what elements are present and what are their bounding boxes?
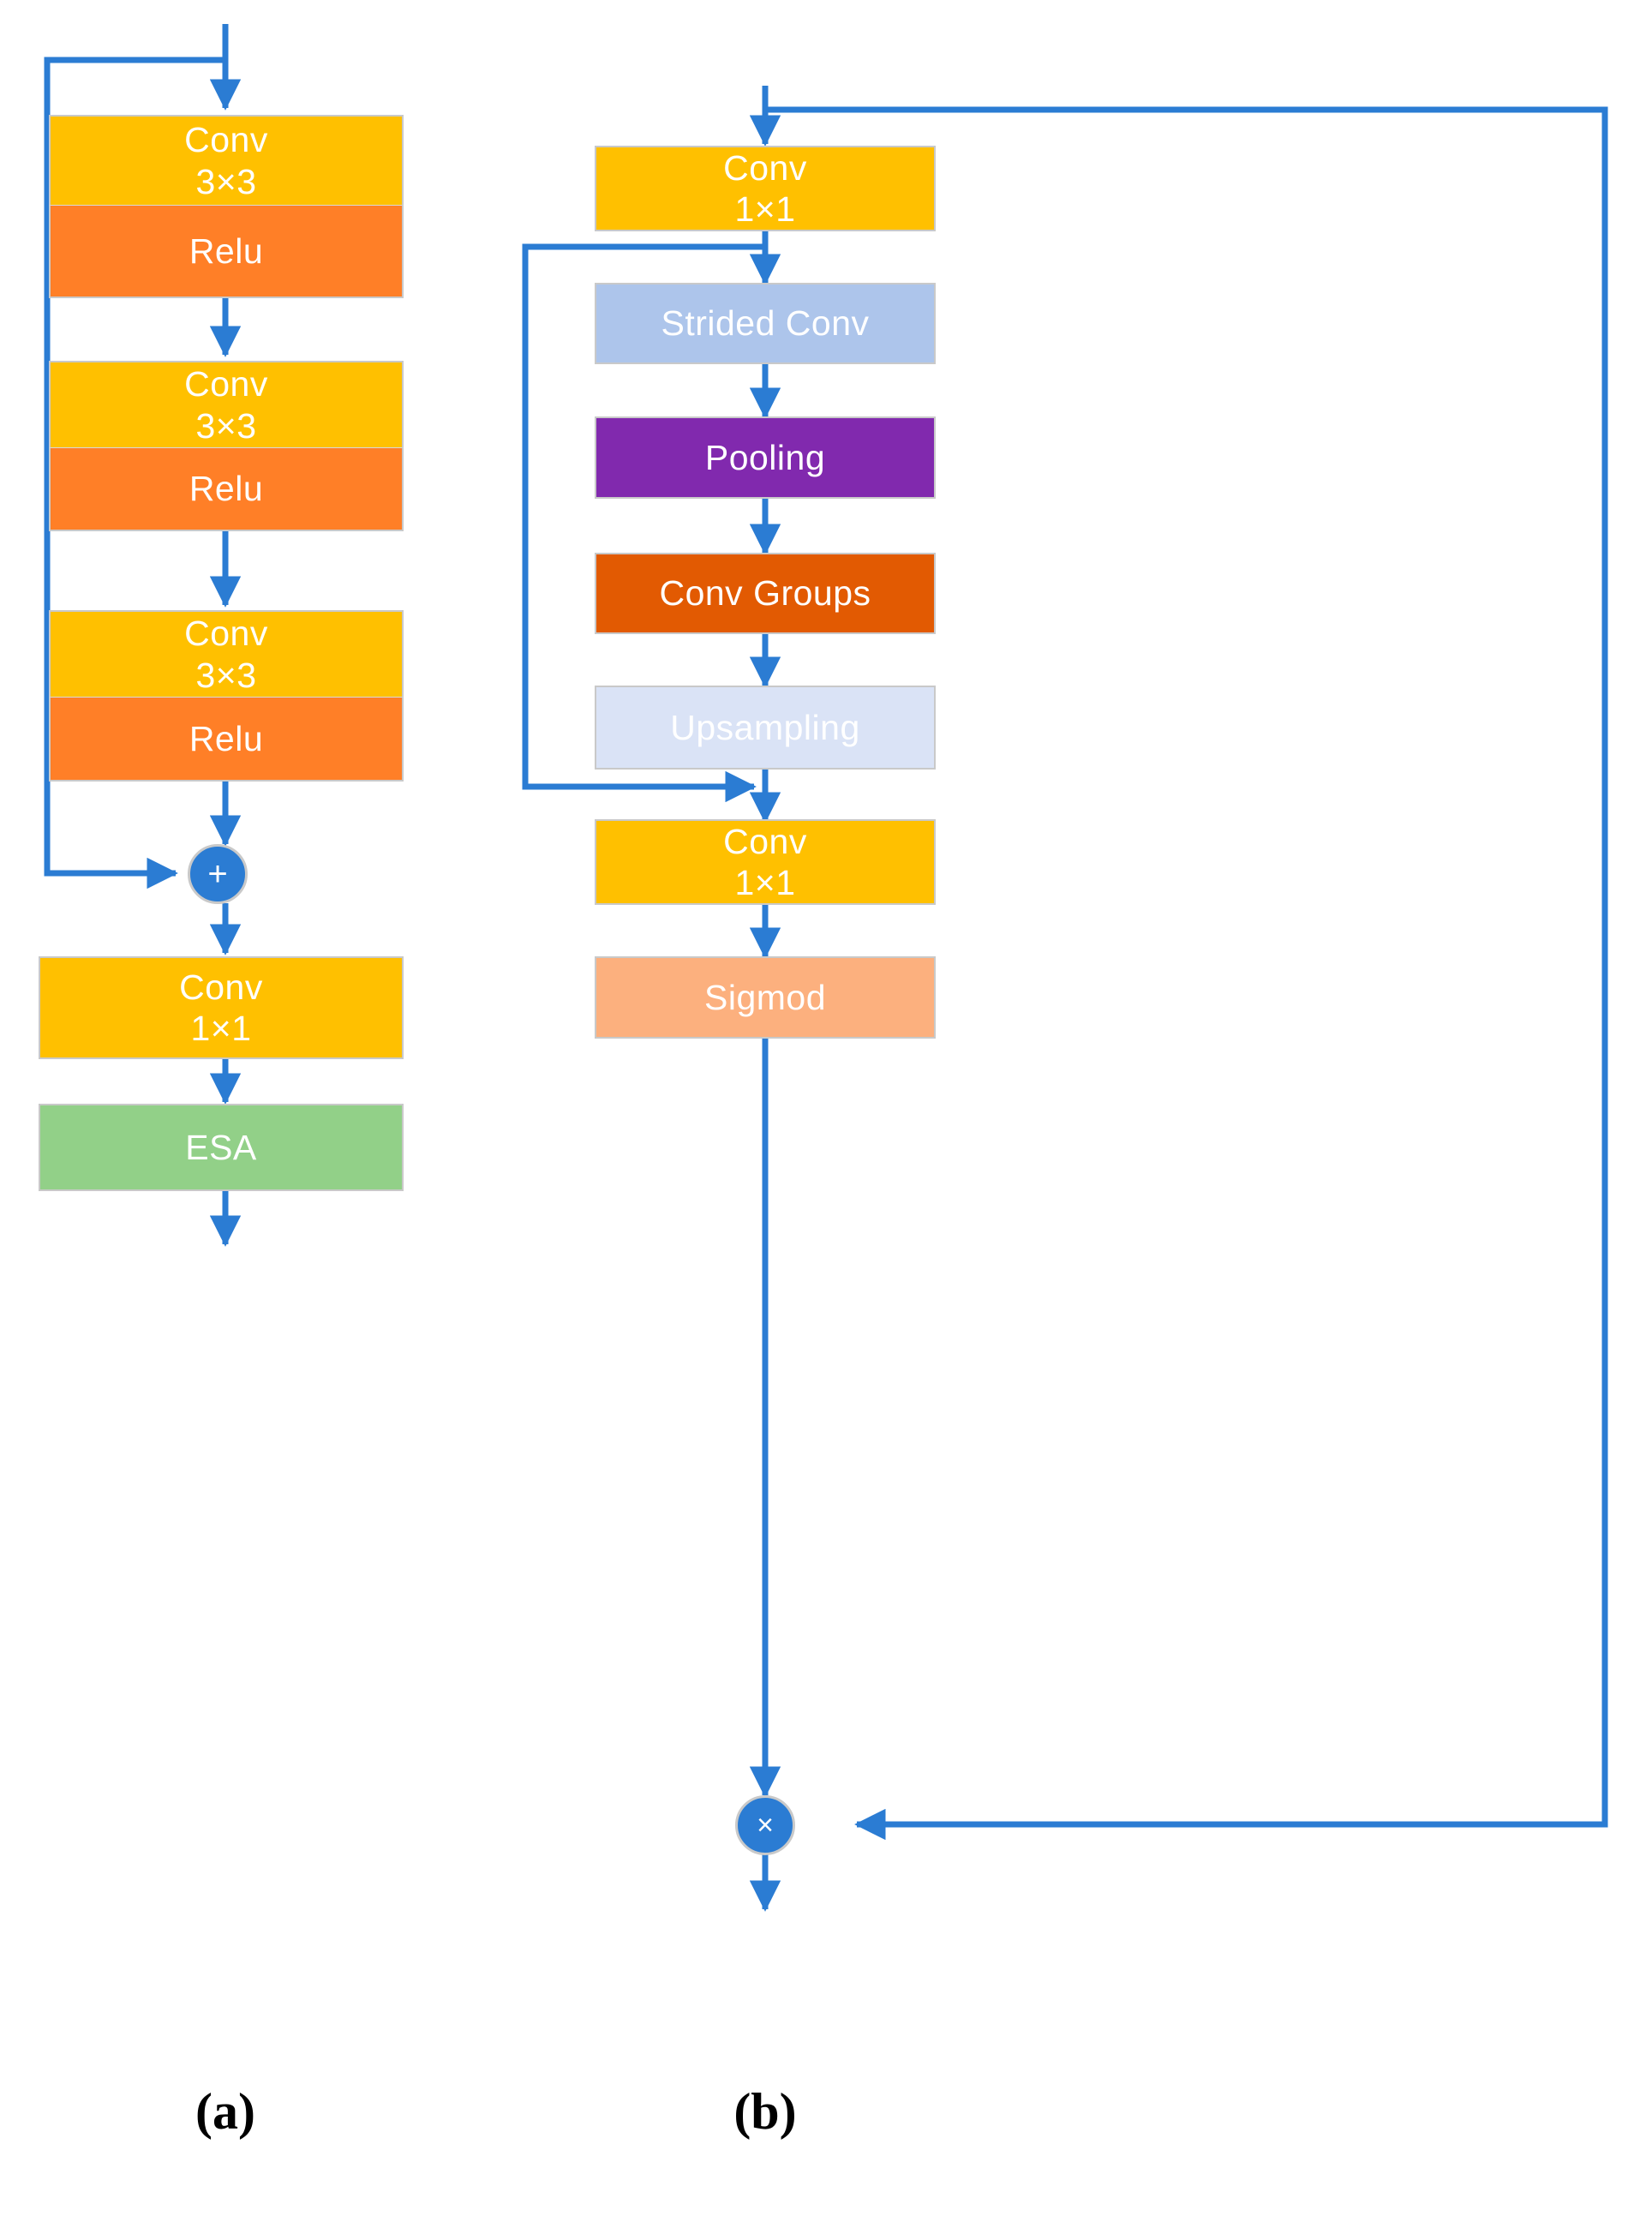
block-conv-3x3-3[interactable]: Conv 3×3 (49, 610, 404, 698)
plus-icon: + (207, 854, 228, 893)
block-conv-3x3-1[interactable]: Conv 3×3 (49, 115, 404, 206)
block-relu-2[interactable]: Relu (49, 448, 404, 531)
block-strided-conv[interactable]: Strided Conv (595, 283, 936, 364)
block-pooling[interactable]: Pooling (595, 416, 936, 499)
block-conv-groups[interactable]: Conv Groups (595, 553, 936, 634)
block-label-line1: Relu (189, 231, 264, 271)
block-conv-3x3-2[interactable]: Conv 3×3 (49, 361, 404, 448)
caption-panel-a: (a) (195, 2083, 255, 2140)
block-upsampling[interactable]: Upsampling (595, 686, 936, 770)
block-esa[interactable]: ESA (39, 1104, 404, 1191)
block-label-line1: Pooling (704, 437, 826, 477)
block-label-line1: Conv (184, 614, 268, 654)
block-relu-1[interactable]: Relu (49, 206, 404, 298)
caption-panel-b: (b) (733, 2083, 797, 2140)
block-relu-3[interactable]: Relu (49, 698, 404, 782)
block-label-line1: Sigmod (703, 977, 826, 1017)
block-conv-1x1-b-bottom[interactable]: Conv 1×1 (595, 819, 936, 905)
multiply-node[interactable]: × (735, 1795, 795, 1855)
block-label-line2: 1×1 (734, 189, 796, 229)
block-label-line1: Conv (723, 821, 807, 861)
block-label-line2: 3×3 (195, 161, 257, 201)
block-conv-1x1-a[interactable]: Conv 1×1 (39, 956, 404, 1059)
block-label-line1: Upsampling (670, 707, 860, 747)
block-label-line2: 1×1 (190, 1009, 252, 1048)
block-sigmod[interactable]: Sigmod (595, 956, 936, 1039)
block-label-line2: 1×1 (734, 863, 796, 902)
block-label-line2: 3×3 (195, 655, 257, 695)
block-label-line1: Conv (179, 967, 263, 1007)
block-conv-1x1-b-top[interactable]: Conv 1×1 (595, 146, 936, 231)
multiply-icon: × (757, 1808, 774, 1842)
block-label-line1: Conv (184, 120, 268, 160)
block-label-line1: ESA (185, 1127, 257, 1167)
block-label-line1: Conv (184, 364, 268, 404)
block-label-line2: 3×3 (195, 405, 257, 446)
block-label-line1: Conv (723, 147, 807, 188)
addition-node[interactable]: + (188, 844, 248, 904)
block-label-line1: Relu (189, 718, 264, 758)
block-label-line1: Strided Conv (661, 303, 870, 344)
block-label-line1: Relu (189, 469, 264, 509)
block-label-line1: Conv Groups (659, 573, 871, 614)
